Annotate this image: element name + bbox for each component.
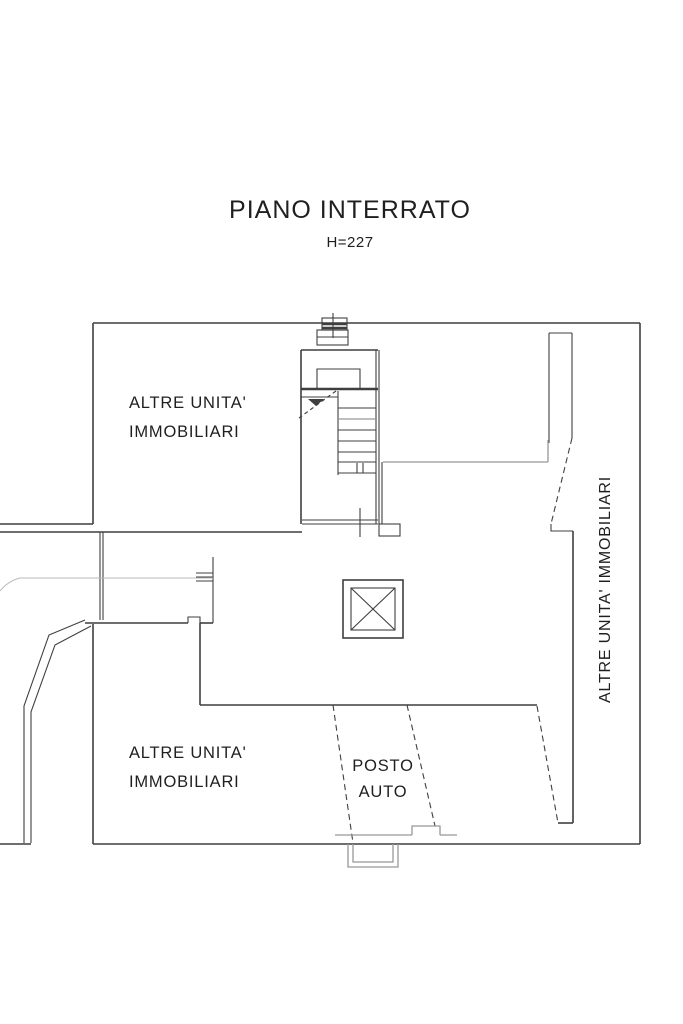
room-label-top-left: ALTRE UNITA' IMMOBILIARI (129, 389, 247, 447)
stair-direction-arrow (308, 399, 324, 406)
parking-markings (332, 704, 559, 844)
room-label-line: ALTRE UNITA' (129, 744, 247, 762)
parking-label: POSTO AUTO (333, 753, 433, 805)
chimney (316, 313, 349, 346)
room-label-line: IMMOBILIARI (129, 773, 240, 791)
car-ramp (23, 619, 92, 843)
elevator-shaft (342, 579, 404, 639)
curb-line (335, 825, 457, 836)
height-note: H=227 (326, 234, 374, 251)
parking-label-line: POSTO (352, 757, 414, 775)
overhead-projection (383, 440, 549, 463)
room-label-line: ALTRE UNITA' (129, 394, 247, 412)
page-title: PIANO INTERRATO (229, 196, 471, 224)
driveway-boundary (0, 572, 213, 592)
interior-walls (85, 532, 537, 706)
staircase (298, 368, 378, 475)
room-label-bottom-left: ALTRE UNITA' IMMOBILIARI (129, 739, 247, 797)
building-outline (0, 322, 641, 845)
room-label-right-strip: ALTRE UNITA' IMMOBILIARI (597, 475, 614, 703)
entry-door (347, 844, 399, 868)
parking-label-line: AUTO (358, 783, 408, 801)
room-label-line: IMMOBILIARI (129, 423, 240, 441)
stairwell (300, 349, 401, 537)
right-pier (548, 332, 574, 824)
